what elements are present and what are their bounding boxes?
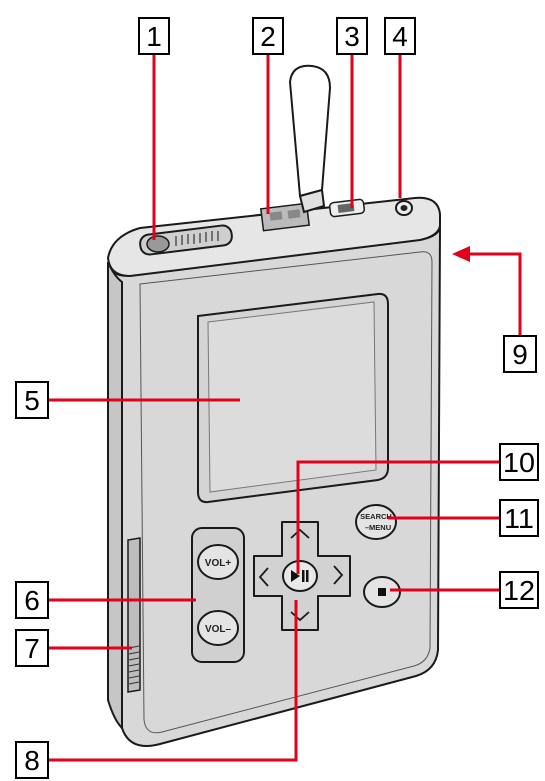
vol-minus-label: VOL– [205, 624, 232, 635]
reset-arrow-icon [462, 252, 522, 336]
stop-button[interactable] [363, 576, 401, 608]
callout-8: 8 [15, 741, 49, 779]
strap-hole-slot [127, 537, 141, 693]
device-bezel [139, 251, 433, 734]
device-left-side [107, 261, 123, 731]
strap-grip-lines [128, 645, 140, 685]
callout-2-number: 2 [260, 21, 276, 52]
right-chevron-icon[interactable] [333, 565, 344, 585]
reset-arrow-head [452, 246, 470, 262]
left-chevron-icon[interactable] [258, 567, 269, 587]
search-menu-button[interactable]: SEARCH –MENU [355, 504, 397, 540]
callout-3-number: 3 [344, 21, 360, 52]
cross-pad [253, 521, 351, 631]
callout-12-number: 12 [503, 575, 535, 606]
callout-7: 7 [15, 629, 49, 667]
callout-5: 5 [15, 381, 49, 419]
player-device: VOL+ VOL– [106, 64, 441, 747]
display [197, 292, 389, 504]
play-pause-icon [291, 570, 309, 582]
headphone-jack[interactable] [395, 200, 413, 216]
callout-9: 9 [503, 335, 537, 373]
callout-1: 1 [138, 17, 170, 55]
callout-6-number: 6 [24, 585, 40, 616]
callout-11-number: 11 [504, 503, 534, 534]
leader-8 [48, 600, 298, 762]
menu-label: –MENU [365, 523, 391, 532]
callout-3: 3 [336, 17, 368, 55]
leader-10 [296, 460, 500, 574]
battery-indicator [328, 198, 366, 218]
play-pause-button[interactable] [282, 560, 318, 592]
volume-buttons: VOL+ VOL– [191, 527, 245, 663]
callout-6: 6 [15, 581, 49, 619]
callout-11: 11 [499, 499, 539, 537]
callout-12: 12 [499, 571, 539, 609]
usb-connector[interactable] [259, 202, 311, 232]
callout-4-number: 4 [392, 21, 408, 52]
callout-10: 10 [499, 443, 539, 481]
down-chevron-icon[interactable] [290, 611, 310, 622]
callout-9-number: 9 [512, 339, 528, 370]
callout-10-number: 10 [503, 447, 535, 478]
search-label: SEARCH [360, 512, 392, 521]
leader-lines [48, 54, 522, 762]
hold-switch[interactable] [139, 224, 233, 256]
callout-8-number: 8 [24, 745, 40, 776]
callout-1-number: 1 [146, 21, 162, 52]
callout-7-number: 7 [24, 633, 40, 664]
vol-plus-label: VOL+ [205, 558, 232, 569]
up-chevron-icon[interactable] [290, 528, 310, 539]
callout-4: 4 [384, 17, 416, 55]
stop-icon [378, 588, 386, 596]
vol-minus-button[interactable]: VOL– [197, 610, 239, 646]
usb-cable-plug [288, 64, 332, 214]
vol-plus-button[interactable]: VOL+ [197, 544, 239, 580]
callout-5-number: 5 [24, 385, 40, 416]
callout-2: 2 [252, 17, 284, 55]
